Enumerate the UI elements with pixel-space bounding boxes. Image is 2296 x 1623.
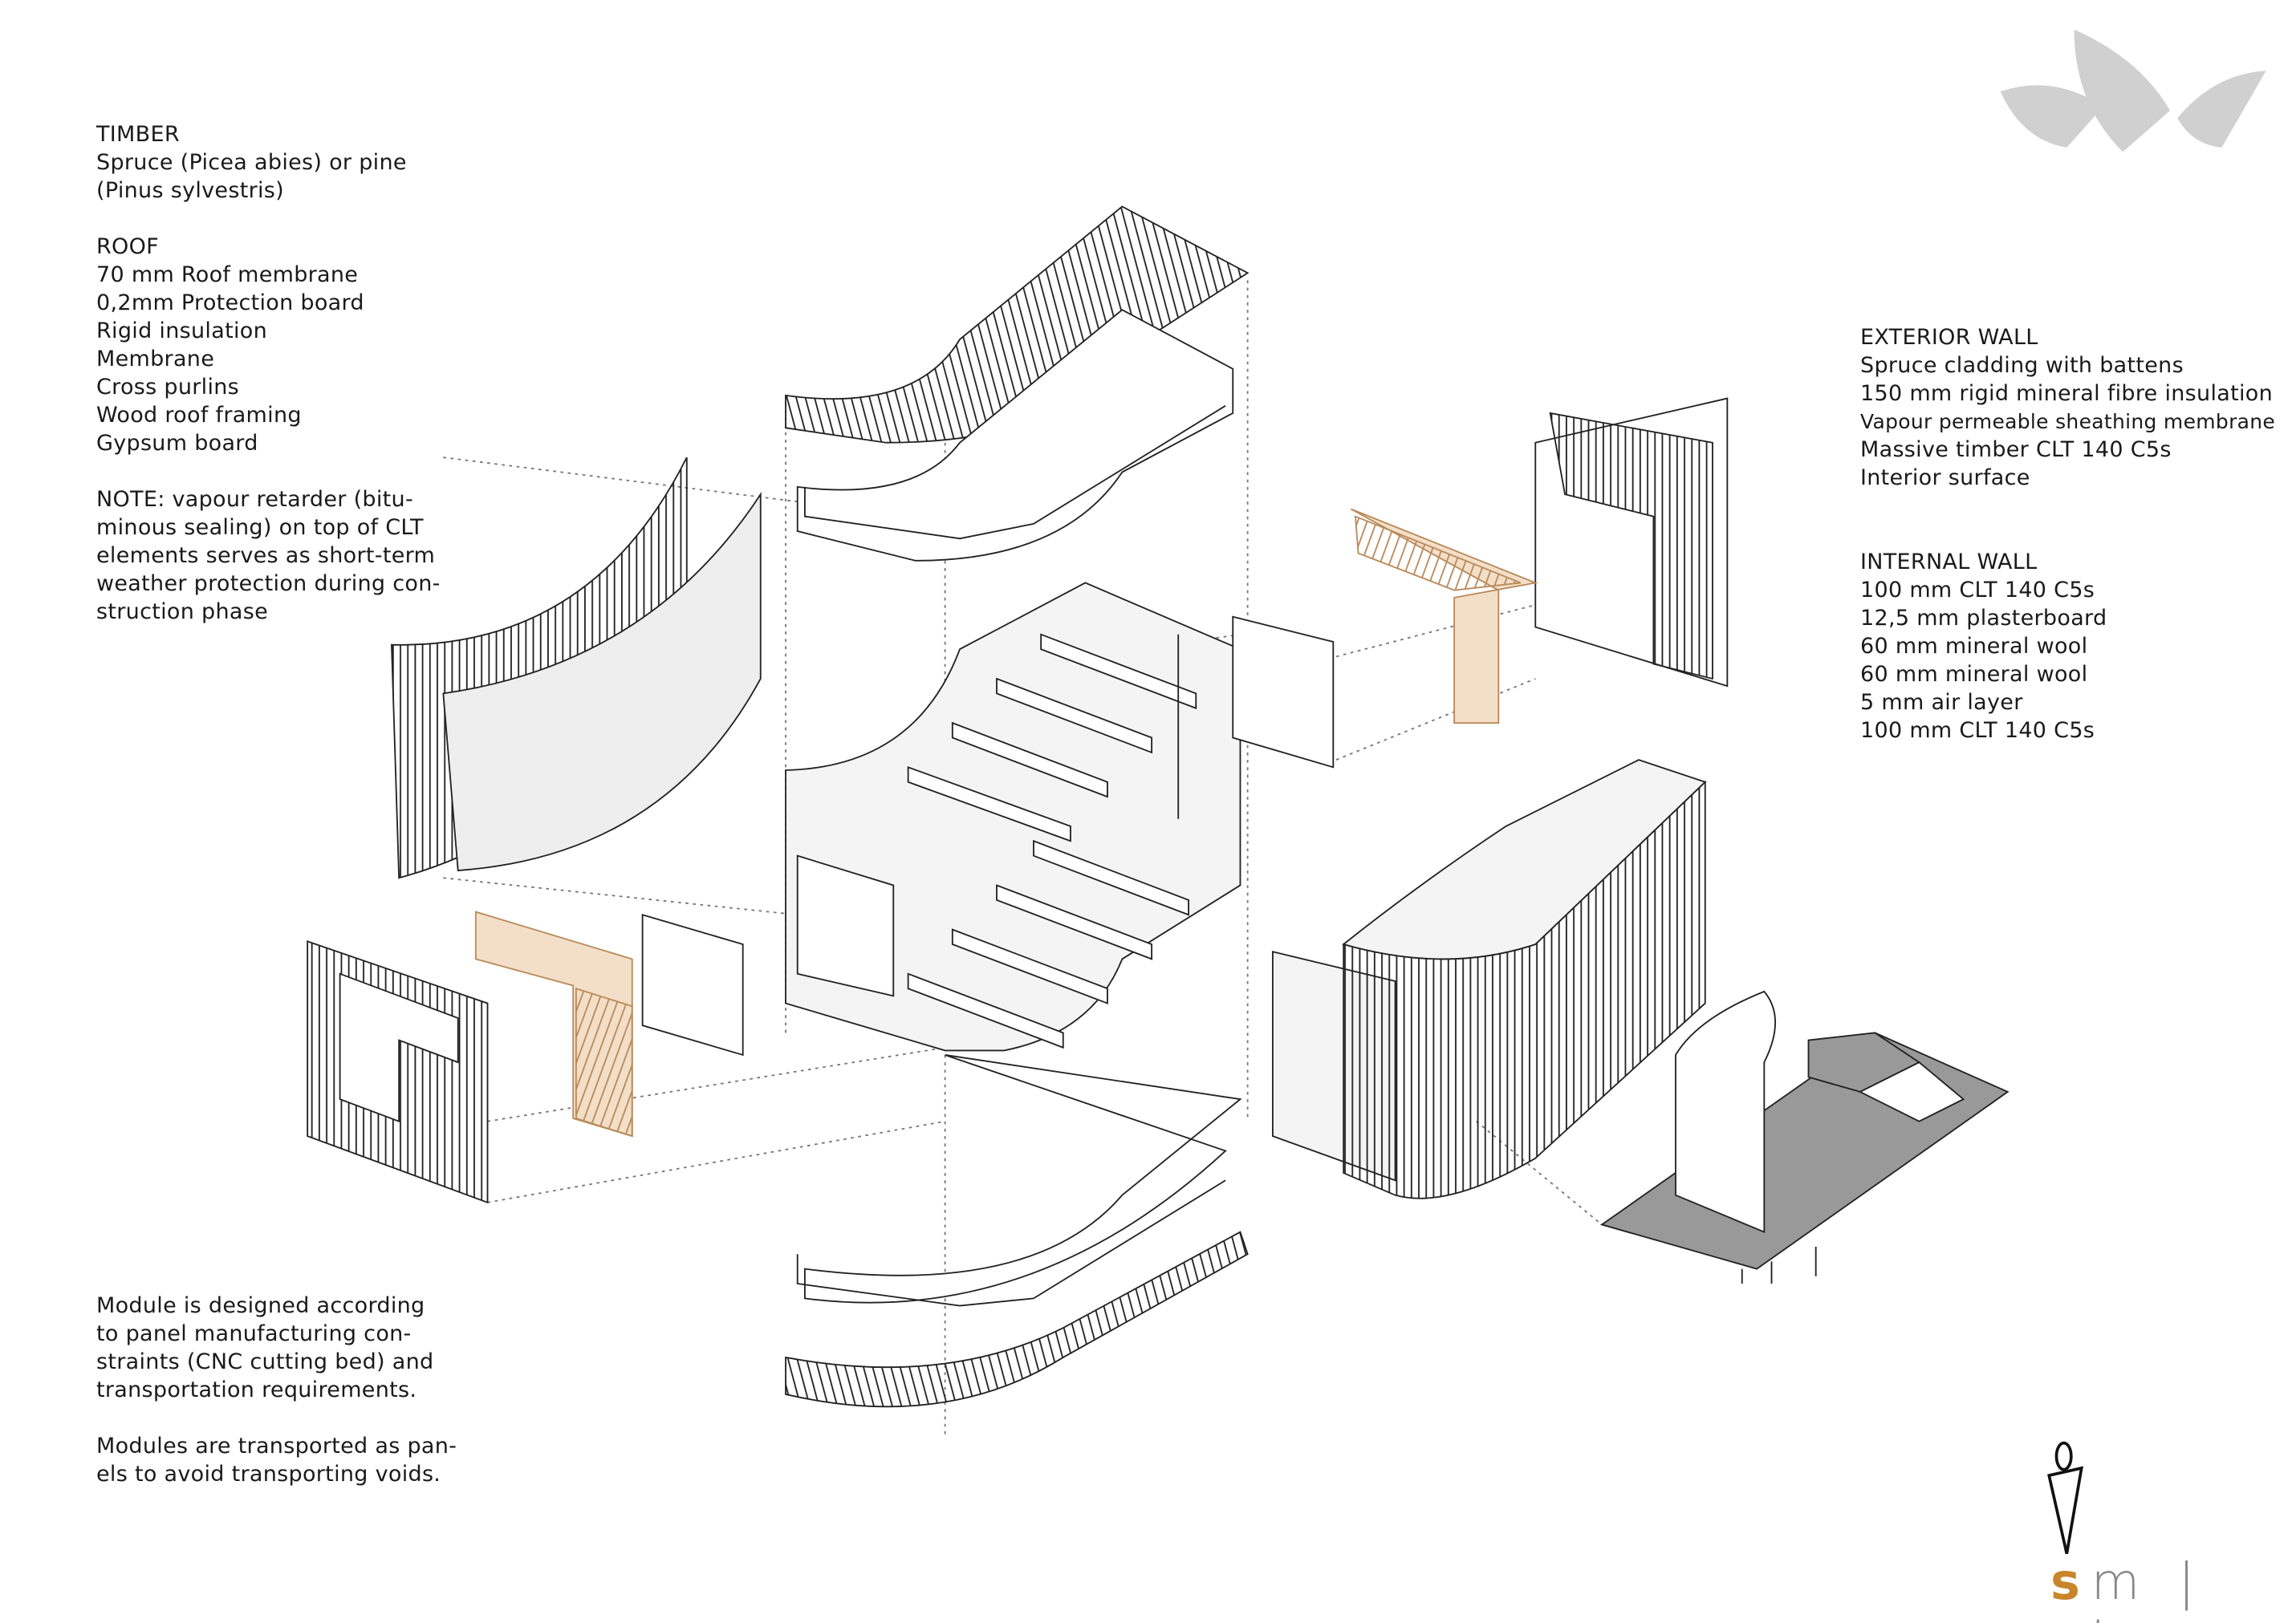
internal-wall-heading: INTERNAL WALL	[1860, 550, 2038, 574]
timber-line: Spruce (Picea abies) or pine	[96, 150, 407, 175]
roof-panel	[785, 205, 1250, 562]
joists	[907, 633, 1197, 1049]
smlxl-brand-logo: sm | xl	[2050, 1552, 2296, 1623]
note-line: elements serves as short-term	[96, 543, 436, 568]
roof-line: 0,2mm Protection board	[96, 290, 364, 315]
module-note-line: to panel manufacturing con-	[96, 1321, 412, 1346]
timber-line: (Pinus sylvestris)	[96, 178, 284, 203]
note-line: struction phase	[96, 599, 268, 624]
smlxl-figure-logo	[2047, 1441, 2084, 1554]
internal-wall-line: 100 mm CLT 140 C5s	[1860, 578, 2095, 603]
brand-s: s	[2050, 1552, 2091, 1611]
exterior-wall-heading: EXTERIOR WALL	[1860, 325, 2038, 350]
exterior-wall-line: 150 mm rigid mineral fibre insulation	[1860, 381, 2274, 406]
note-line: NOTE: vapour retarder (bitu-	[96, 487, 413, 512]
internal-wall-line: 5 mm air layer	[1860, 690, 2023, 715]
floor-panel	[785, 1054, 1249, 1408]
timber-heading: TIMBER	[96, 122, 180, 147]
exterior-wall-line: Interior surface	[1860, 465, 2030, 490]
module-note-line: Module is designed according	[96, 1293, 425, 1318]
internal-wall-line: 100 mm CLT 140 C5s	[1860, 718, 2095, 743]
roof-line: Wood roof framing	[96, 403, 302, 428]
roof-line: Gypsum board	[96, 431, 258, 456]
module-note-line: straints (CNC cutting bed) and	[96, 1349, 434, 1374]
internal-wall-line: 12,5 mm plasterboard	[1860, 606, 2107, 631]
internal-wall-line: 60 mm mineral wool	[1860, 662, 2088, 687]
transport-note-line: Modules are transported as pan-	[96, 1434, 457, 1459]
left-window-wall	[307, 911, 744, 1204]
right-window-wall	[1232, 397, 1729, 769]
brand-rest: m | xl	[2050, 1552, 2206, 1623]
roof-line: 70 mm Roof membrane	[96, 262, 359, 287]
note-line: minous sealing) on top of CLT	[96, 515, 424, 540]
right-notes: EXTERIOR WALL Spruce cladding with batte…	[1860, 323, 2275, 745]
central-module	[785, 582, 1241, 1052]
exterior-wall-line: Massive timber CLT 140 C5s	[1860, 437, 2172, 462]
module-note-line: transportation requirements.	[96, 1378, 417, 1402]
transport-note-line: els to avoid transporting voids.	[96, 1462, 441, 1487]
left-curved-wall	[391, 456, 762, 879]
roof-line: Membrane	[96, 347, 215, 371]
right-curved-wall	[1271, 759, 1707, 1199]
internal-wall-line: 60 mm mineral wool	[1860, 634, 2088, 659]
roof-line: Rigid insulation	[96, 319, 267, 343]
exterior-wall-line: Vapour permeable sheathing membrane	[1860, 410, 2276, 433]
exterior-wall-line: Spruce cladding with battens	[1860, 353, 2184, 378]
note-line: weather protection during con-	[96, 571, 441, 596]
sail-logo	[2000, 29, 2266, 152]
roof-line: Cross purlins	[96, 375, 240, 400]
interior-stair	[1599, 990, 2010, 1284]
bottom-notes: Module is designed according to panel ma…	[96, 1292, 457, 1488]
roof-heading: ROOF	[96, 234, 159, 259]
left-notes: TIMBER Spruce (Picea abies) or pine (Pin…	[96, 120, 441, 626]
